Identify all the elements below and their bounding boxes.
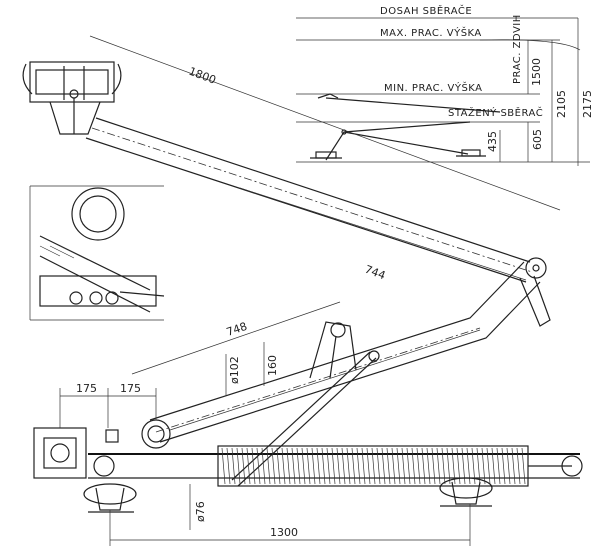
dim-76-group: ø76 — [189, 484, 207, 530]
collector-head — [22, 61, 122, 135]
dim-175-group: 175 175 — [59, 382, 157, 428]
dim-102: ø102 — [228, 356, 241, 384]
dim-1800: 1800 — [187, 65, 218, 87]
right-pivot — [519, 257, 551, 327]
right-insulator — [439, 477, 493, 507]
dim-2105: 2105 — [555, 90, 568, 118]
height-schematic: DOSAH SBĚRAČE MAX. PRAC. VÝŠKA MIN. PRAC… — [296, 4, 594, 166]
left-insulator — [83, 483, 137, 513]
dim-435: 435 — [486, 131, 499, 152]
dim-748-group: 748 — [131, 301, 341, 375]
retracted-label: STAŽENÝ SBĚRAČ — [448, 106, 543, 119]
dim-160: 160 — [266, 355, 279, 376]
min-height-label: MIN. PRAC. VÝŠKA — [384, 81, 483, 94]
lower-arm — [149, 261, 541, 443]
reach-label: DOSAH SBĚRAČE — [380, 4, 472, 17]
dim-1500: 1500 — [530, 58, 543, 86]
main-spring — [217, 445, 583, 487]
dim-175-left: 175 — [76, 382, 97, 395]
dim-arm-section: 160 ø102 — [225, 342, 279, 396]
dim-1300-group: 1300 — [109, 504, 471, 546]
base-frame — [33, 419, 580, 479]
dim-175-right: 175 — [120, 382, 141, 395]
dim-1300: 1300 — [270, 526, 298, 539]
knuckle-bracket — [309, 321, 357, 379]
lift-label: PRAC. ZDVIH — [512, 14, 523, 84]
detail-inset — [29, 185, 165, 321]
dim-748: 748 — [225, 320, 249, 339]
dim-605: 605 — [531, 129, 544, 150]
dim-2175: 2175 — [581, 90, 594, 118]
dim-744: 744 — [363, 263, 387, 283]
dim-1800-group: 1800 — [89, 35, 561, 211]
upper-arm — [85, 117, 533, 283]
dim-76: ø76 — [194, 501, 207, 522]
max-height-label: MAX. PRAC. VÝŠKA — [380, 26, 482, 39]
tie-rod — [231, 350, 380, 487]
